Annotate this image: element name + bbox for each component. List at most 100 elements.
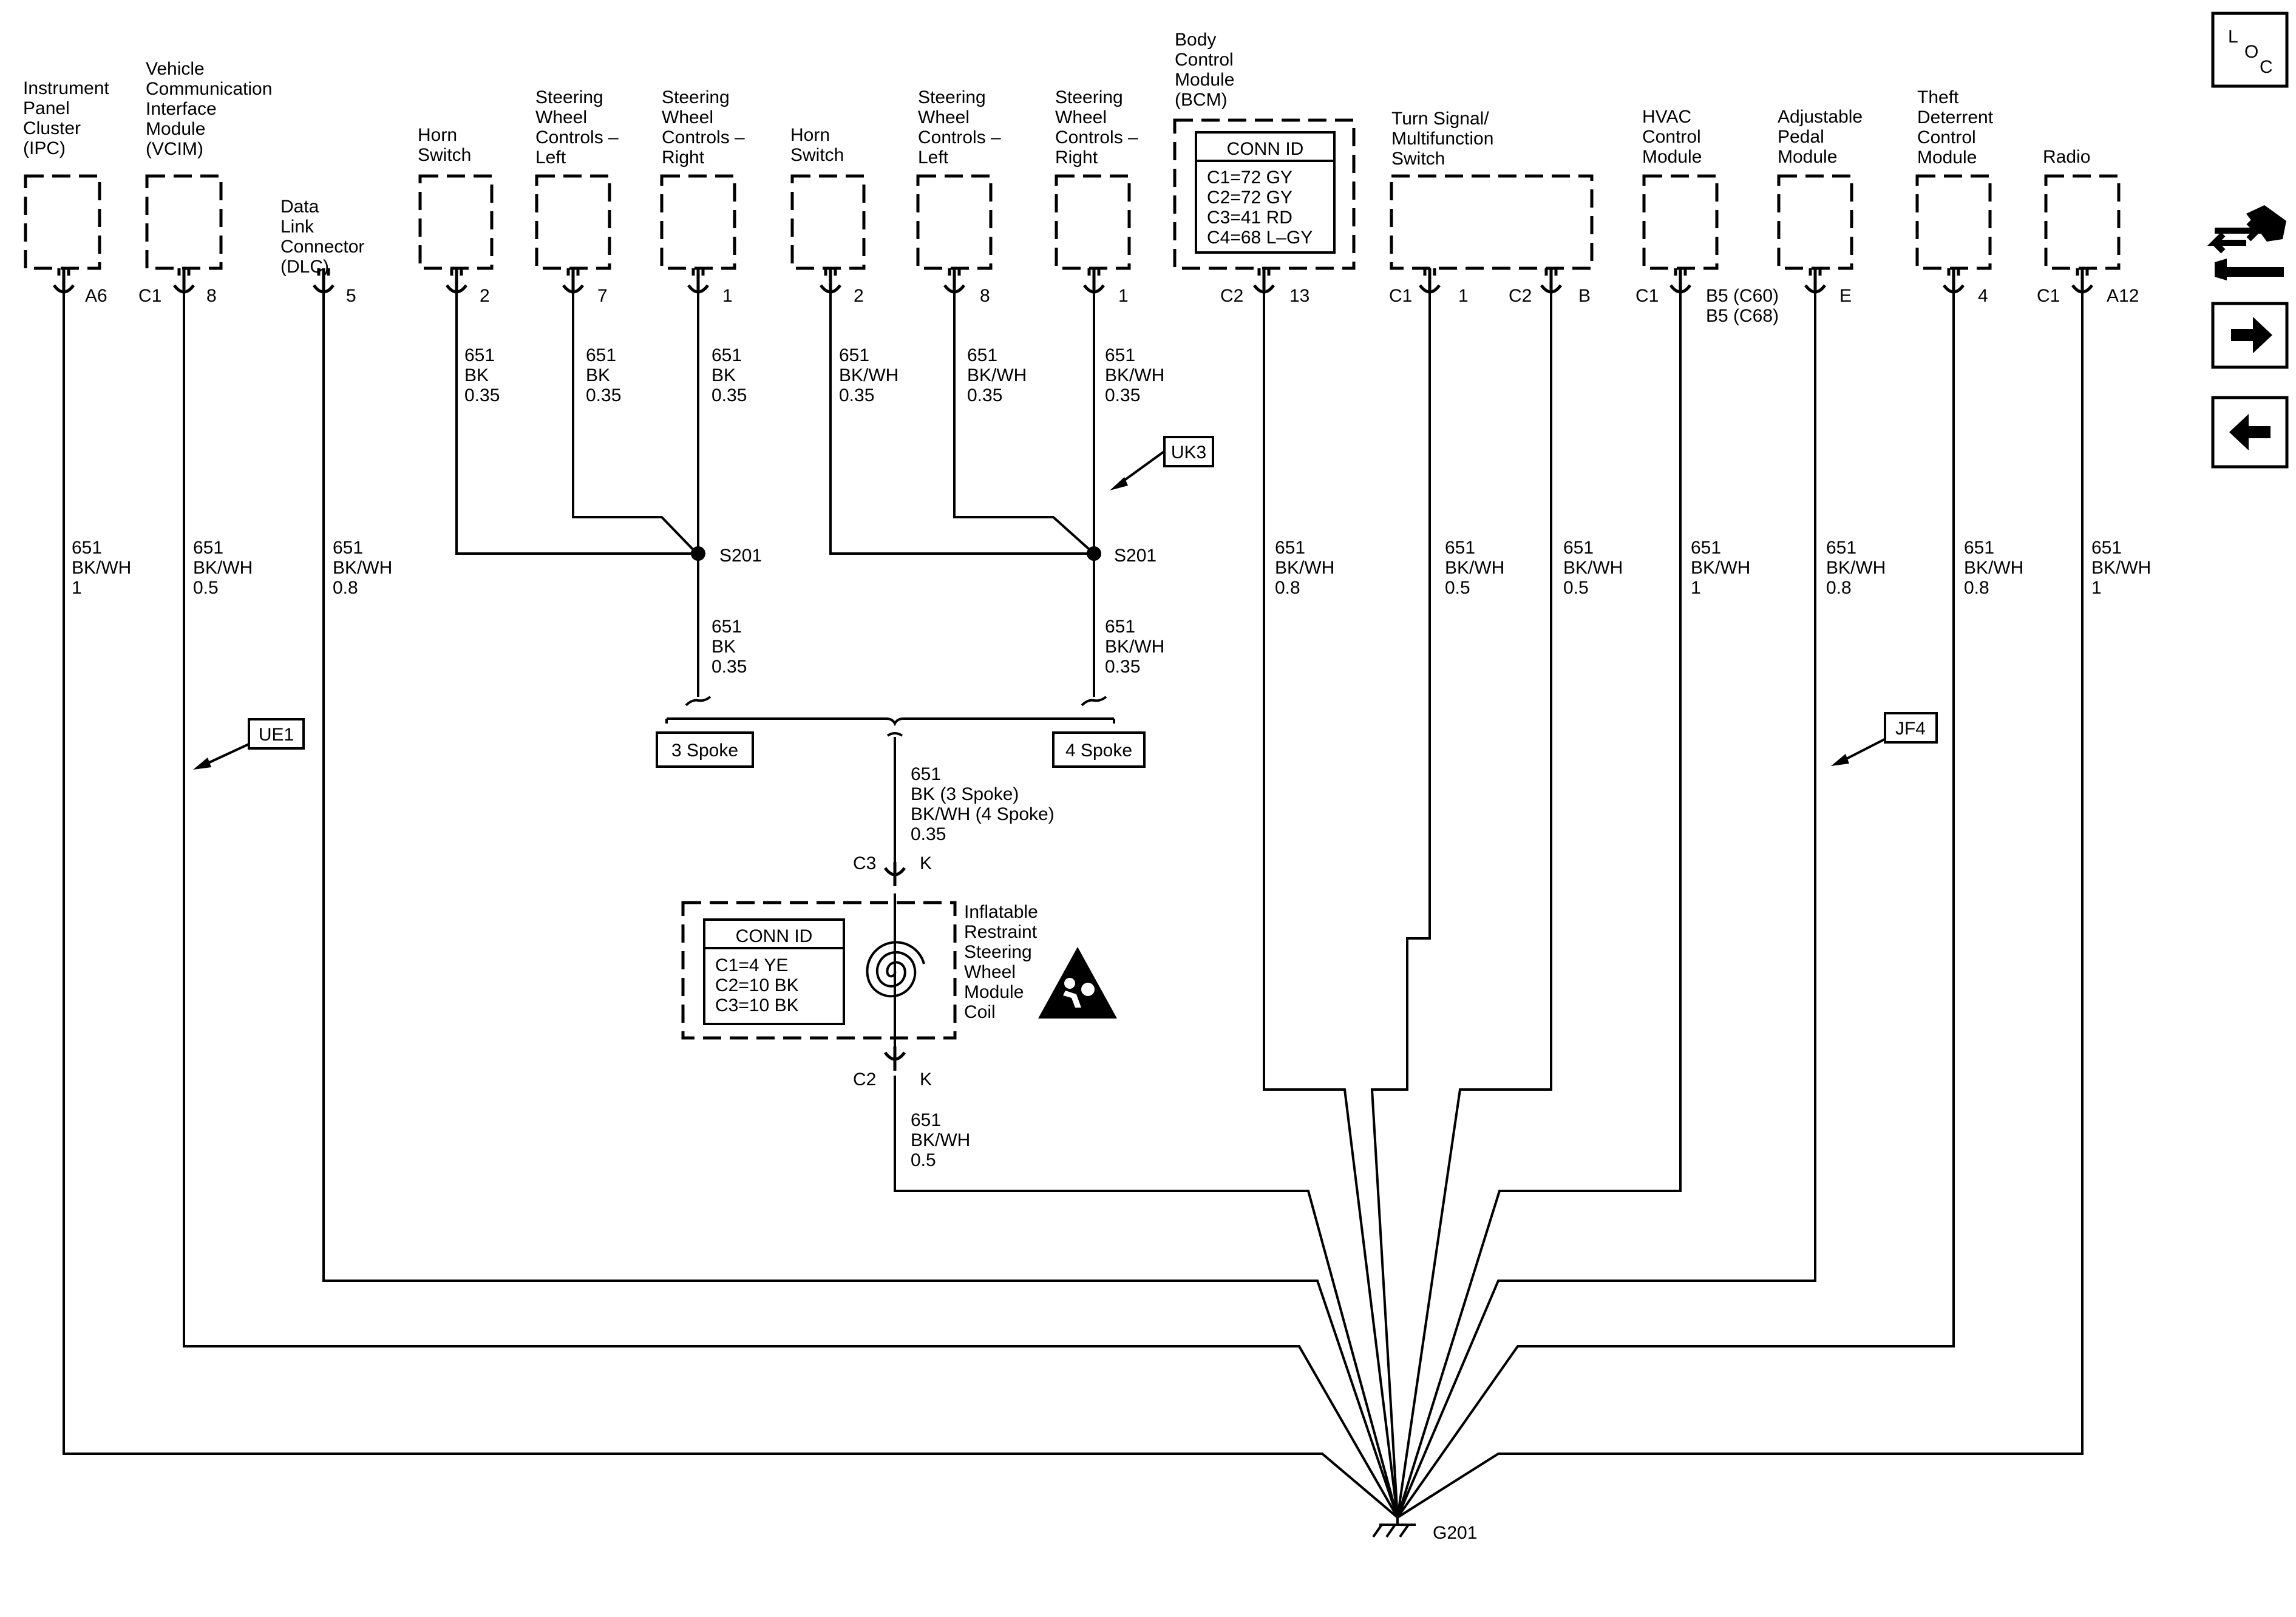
component-label-hvac-line-2: Module (1642, 147, 1702, 167)
component-label-bcm-line-0: Body (1175, 30, 1216, 50)
wire-label-w_coil_in-line-0: 651 (911, 764, 941, 784)
component-label-horn2-line-1: Switch (790, 145, 844, 165)
coil-conn-id-row-line-0: C1=4 YE (715, 955, 788, 975)
pin-hvac_pin1: B5 (C60) (1706, 286, 1779, 306)
wire-swcl1 (572, 290, 698, 555)
wire-label-w_coil_out-line-1: BK/WH (911, 1130, 970, 1150)
pin-coil_c2: C2 (853, 1070, 876, 1090)
wire-label-w_dlc-line-1: BK/WH (333, 558, 392, 578)
connector-terminal-3 (445, 268, 468, 294)
callout-label-jf4: JF4 (1895, 719, 1926, 739)
wire-label-w_swcl2-line-0: 651 (967, 345, 997, 365)
wire-label-w_s201b-line-0: 651 (1105, 617, 1135, 637)
wire-label-w_swcr2-line-2: 0.35 (1105, 385, 1140, 405)
bcm-conn-id-row-line-0: C1=72 GY (1207, 168, 1292, 188)
horn2-box (790, 174, 866, 270)
wire-coil-out (894, 1076, 1399, 1518)
component-label-swcr1-line-0: Steering (662, 87, 730, 107)
ue1-arrow (193, 742, 251, 770)
ue1-callout-box[interactable] (248, 718, 305, 750)
wire-label-w_coil_out-line-0: 651 (911, 1110, 941, 1130)
component-label-bcm-line-3: (BCM) (1175, 90, 1228, 110)
connector-terminal-6 (819, 268, 842, 294)
pin-swcr2_pin: 1 (1118, 286, 1129, 306)
option-bracket (685, 696, 1107, 707)
option-bar (667, 717, 1114, 727)
swcr2-box (1055, 174, 1131, 270)
connector-terminal-14 (1942, 268, 1965, 294)
wire-label-w_bcm-line-2: 0.8 (1275, 578, 1300, 598)
wire-label-w_ipc-line-1: BK/WH (72, 558, 131, 578)
wire-label-w_s201a-line-2: 0.35 (712, 657, 747, 677)
ipc-box (24, 174, 101, 270)
pin-vcim_pin: 8 (206, 286, 217, 306)
wire-label-w_hvac-line-2: 1 (1691, 578, 1701, 598)
pin-hvac_conn: C1 (1635, 286, 1659, 306)
component-label-swcr1-line-2: Controls – (662, 127, 745, 147)
pin-pedal_pin: E (1839, 286, 1852, 306)
wire-label-w_horn2-line-0: 651 (839, 345, 869, 365)
component-label-hvac-line-0: HVAC (1642, 107, 1691, 127)
pin-coil_c3: C3 (853, 853, 876, 873)
component-label-pedal-line-2: Module (1778, 147, 1837, 167)
connector-terminal-0 (52, 268, 75, 294)
bcm-conn-id-row-line-1: C2=72 GY (1207, 188, 1292, 208)
pin-turn_pin2: B (1578, 286, 1591, 306)
connector-terminal-11 (1540, 268, 1563, 294)
component-label-ipc-line-0: Instrument (23, 78, 109, 98)
loc-l: L (2228, 27, 2238, 47)
component-label-theft-line-1: Deterrent (1917, 107, 1994, 127)
wire-label-w_bcm-line-1: BK/WH (1275, 558, 1334, 578)
spoke4-box (1052, 731, 1146, 768)
loc-button[interactable]: L O C (2211, 12, 2289, 88)
wire-label-w_bcm-line-0: 651 (1275, 538, 1305, 558)
wire-label-w_swcl1-line-0: 651 (586, 345, 616, 365)
wire-label-w_swcr1-line-2: 0.35 (712, 385, 747, 405)
bcm-conn-id-row-line-2: C3=41 RD (1207, 208, 1292, 228)
component-label-coil-line-3: Wheel (964, 962, 1016, 982)
coil-box (681, 901, 957, 1040)
component-label-bcm-line-1: Control (1175, 50, 1234, 70)
component-label-swcr2-line-0: Steering (1055, 87, 1123, 107)
component-label-horn1-line-0: Horn (418, 125, 457, 145)
pin-radio_conn: C1 (2037, 286, 2060, 306)
component-label-coil-line-0: Inflatable (964, 902, 1038, 922)
uk3-callout-box[interactable] (1163, 436, 1214, 467)
wire-label-w_swcl2-line-1: BK/WH (967, 365, 1027, 385)
coil-conn-id-row-line-1: C2=10 BK (715, 975, 799, 995)
wire-label-w_turn1-line-0: 651 (1445, 538, 1475, 558)
wire-label-w_pedal-line-0: 651 (1826, 538, 1856, 558)
wire-label-w_s201a-line-0: 651 (712, 617, 742, 637)
pin-swcr1_pin: 1 (722, 286, 733, 306)
component-label-dlc-line-1: Link (280, 217, 314, 237)
wire-label-w_swcl2-line-2: 0.35 (967, 385, 1002, 405)
next-page-button[interactable] (2211, 302, 2289, 369)
wire-label-w_swcr2-line-1: BK/WH (1105, 365, 1164, 385)
wire-label-w_turn1-line-2: 0.5 (1445, 578, 1470, 598)
component-label-swcl1-line-3: Left (535, 147, 566, 168)
option-label-spoke4: 4 Spoke (1065, 741, 1132, 761)
component-label-swcl2-line-0: Steering (918, 87, 986, 107)
component-label-vcim-line-4: (VCIM) (146, 139, 203, 159)
airbag-warning-icon (1038, 947, 1117, 1019)
splice-label-s201b: S201 (1114, 546, 1156, 566)
wire-dlc (322, 290, 1399, 1518)
wire-label-w_hvac-line-0: 651 (1691, 538, 1721, 558)
wire-label-w_coil_in-line-2: BK/WH (4 Spoke) (911, 804, 1055, 824)
wire-label-w_turn2-line-0: 651 (1563, 538, 1594, 558)
pin-turn_conn2: C2 (1509, 286, 1532, 306)
component-label-swcl2-line-3: Left (918, 147, 949, 168)
component-label-swcl1-line-1: Wheel (535, 107, 587, 127)
component-label-horn1-line-1: Switch (418, 145, 471, 165)
wire-horn2 (829, 290, 1094, 555)
pin-bcm_pin: 13 (1289, 286, 1309, 306)
wire-label-w_coil_in-line-1: BK (3 Spoke) (911, 784, 1019, 804)
callout-label-uk3: UK3 (1171, 442, 1206, 463)
component-label-swcr1-line-1: Wheel (662, 107, 713, 127)
component-label-pedal-line-1: Pedal (1778, 127, 1824, 147)
previous-page-button[interactable] (2211, 396, 2289, 469)
jf4-callout-box[interactable] (1884, 712, 1938, 744)
wire-swcl2 (953, 290, 1095, 555)
connector-tools-icon[interactable] (2207, 205, 2286, 280)
